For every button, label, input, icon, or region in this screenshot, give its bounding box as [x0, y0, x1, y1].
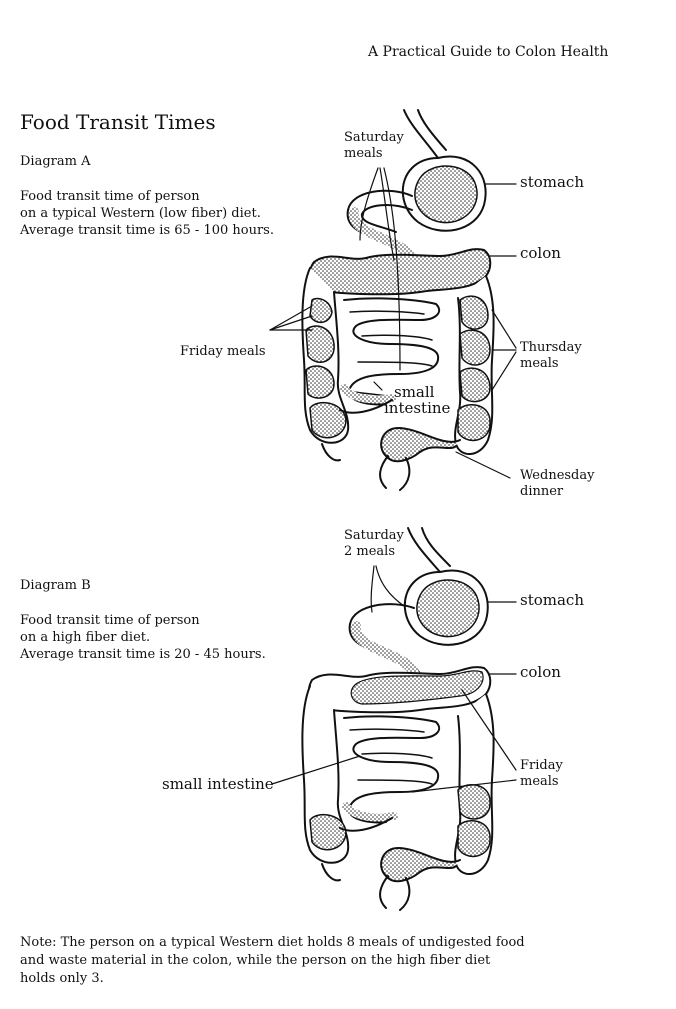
diagram-b-description: Food transit time of person on a high fi… [20, 612, 266, 663]
diagram-a-saturday-annotation: Saturday meals [344, 130, 404, 162]
annotation-line: Thursday [520, 340, 582, 355]
annotation-line: 2 meals [344, 544, 396, 559]
annotation-line: intestine [384, 399, 451, 417]
diagram-a-description-line: Average transit time is 65 - 100 hours. [20, 223, 274, 238]
footnote-line: holds only 3. [20, 971, 104, 986]
diagram-b-stomach-label: stomach [520, 591, 584, 609]
diagram-a-friday-label: Friday meals [180, 344, 266, 359]
running-header: A Practical Guide to Colon Health [368, 44, 609, 60]
annotation-line: meals [520, 356, 559, 371]
diagram-a-thursday-annotation: Thursday meals [520, 340, 582, 372]
footnote: Note: The person on a typical Western di… [20, 934, 525, 988]
diagram-b-label: Diagram B [20, 578, 91, 593]
digestive-tract-diagram-b [271, 527, 517, 911]
footnote-line: and waste material in the colon, while t… [20, 953, 491, 968]
diagram-a-small-intestine-annotation: small intestine [384, 384, 450, 416]
annotation-line: Saturday [344, 130, 404, 145]
annotation-line: dinner [520, 484, 564, 499]
diagram-b-description-line: on a high fiber diet. [20, 630, 151, 645]
diagram-b-small-intestine-label: small intestine [162, 775, 274, 793]
diagram-b-description-line: Average transit time is 20 - 45 hours. [20, 647, 266, 662]
diagram-a-description-line: on a typical Western (low fiber) diet. [20, 206, 261, 221]
diagram-b-colon-label: colon [520, 663, 561, 681]
diagram-a-colon-label: colon [520, 244, 561, 262]
diagram-a-stomach-label: stomach [520, 173, 584, 191]
annotation-line: small [394, 383, 435, 401]
digestive-tract-diagram-a [269, 109, 517, 491]
diagram-a-description-line: Food transit time of person [20, 189, 200, 204]
annotation-line: Friday [520, 758, 563, 773]
footnote-line: Note: The person on a typical Western di… [20, 935, 525, 950]
diagram-b-saturday-annotation: Saturday 2 meals [344, 528, 404, 560]
diagram-a-wednesday-annotation: Wednesday dinner [520, 468, 594, 500]
annotation-line: meals [344, 146, 383, 161]
annotation-line: Saturday [344, 528, 404, 543]
annotation-line: meals [520, 774, 559, 789]
page-title: Food Transit Times [20, 110, 216, 134]
diagram-b-friday-annotation: Friday meals [520, 758, 563, 790]
annotation-line: Wednesday [520, 468, 595, 483]
diagram-a-label: Diagram A [20, 154, 91, 169]
diagram-b-description-line: Food transit time of person [20, 613, 200, 628]
diagram-a-description: Food transit time of person on a typical… [20, 188, 274, 239]
